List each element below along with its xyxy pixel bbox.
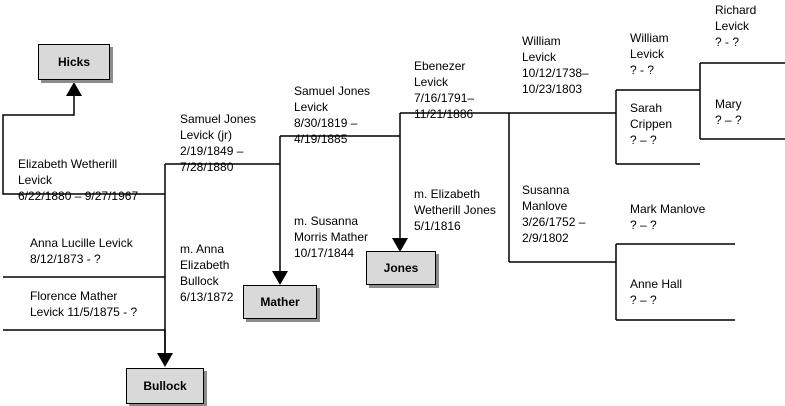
person-m-elizabeth-wetherill-jones: m. Elizabeth Wetherill Jones 5/1/1816 (414, 187, 496, 233)
person-mary: Mary ? – ? (715, 97, 742, 127)
person-susanna-manlove: Susanna Manlove 3/26/1752 – 2/9/1802 (522, 183, 586, 245)
person-william-levick: William Levick 10/12/1738– 10/23/1803 (522, 34, 589, 96)
person-richard-levick: Richard Levick ? - ? (715, 3, 757, 49)
arrow-to-hicks (66, 82, 82, 96)
box-mather: Mather (243, 285, 317, 319)
person-m-susanna-morris-mather: m. Susanna Morris Mather 10/17/1844 (294, 214, 369, 260)
box-hicks: Hicks (38, 44, 110, 80)
person-samuel-jones-levick: Samuel Jones Levick 8/30/1819 – 4/19/188… (294, 84, 371, 146)
person-m-anna-elizabeth-bullock: m. Anna Elizabeth Bullock 6/13/1872 (180, 242, 234, 304)
person-william-levick-elder: William Levick ? - ? (630, 31, 669, 77)
arrow-to-mather (272, 271, 288, 285)
person-ebenezer-levick: Ebenezer Levick 7/16/1791– 11/21/1886 (414, 59, 475, 121)
arrow-to-bullock (157, 353, 173, 367)
box-bullock: Bullock (126, 368, 204, 404)
arrow-to-jones (392, 238, 408, 252)
connector-elizabeth-to-hicks (2, 95, 165, 195)
person-florence-mather-levick: Florence Mather Levick 11/5/1875 - ? (30, 289, 138, 319)
person-elizabeth-wetherill-levick: Elizabeth Wetherill Levick 6/22/1880 – 9… (18, 157, 139, 203)
box-jones: Jones (366, 251, 436, 285)
person-anna-lucille-levick: Anna Lucille Levick 8/12/1873 - ? (30, 236, 133, 266)
person-mark-manlove: Mark Manlove ? – ? (630, 202, 706, 232)
person-sarah-crippen: Sarah Crippen ? – ? (630, 101, 673, 147)
person-samuel-jones-levick-jr: Samuel Jones Levick (jr) 2/19/1849 – 7/2… (180, 112, 257, 174)
person-anne-hall: Anne Hall ? – ? (630, 277, 683, 307)
